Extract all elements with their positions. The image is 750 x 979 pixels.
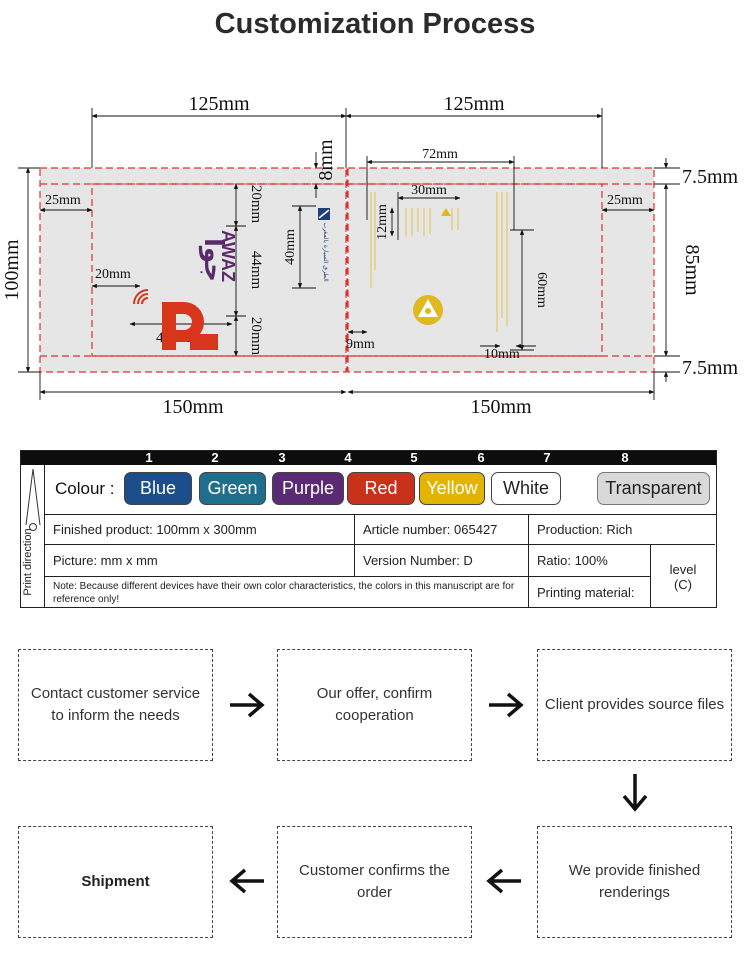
swatch-number: 6	[477, 450, 485, 465]
swatch-blue: Blue	[124, 472, 192, 505]
level-cell: level (C)	[651, 545, 715, 608]
swatch-number: 5	[410, 450, 418, 465]
swatch-number: 1	[145, 450, 153, 465]
dim-emblem-height: 40mm	[283, 229, 298, 265]
level-label: level	[669, 561, 697, 577]
dim-warn-height: 12mm	[375, 204, 390, 240]
dim-warn-width: 30mm	[411, 183, 447, 198]
arrow-right-icon	[489, 692, 524, 718]
swatch-number-bar: 1 2 3 4 5 6 7 8	[21, 451, 716, 465]
swatch-green: Green	[199, 472, 266, 505]
dimension-drawing: 125mm 125mm 150mm 150mm 100mm 85mm 7.5mm…	[1, 93, 739, 418]
picture-cell: Picture: mm x mm	[45, 545, 355, 577]
brand-logo: جوا AWAZ	[162, 230, 238, 350]
print-direction-column: Print direction	[21, 465, 45, 607]
dimension-lines	[18, 108, 680, 400]
dim-top-right: 125mm	[443, 93, 505, 115]
note-cell: Note: Because different devices have the…	[45, 577, 529, 608]
back-text-lines	[370, 192, 508, 332]
dim-text-width: 72mm	[422, 147, 458, 162]
back-panel	[348, 168, 654, 372]
dim-right-margin: 25mm	[607, 193, 643, 208]
swatch-number: 3	[278, 450, 286, 465]
version-number-cell: Version Number: D	[355, 545, 529, 577]
arrow-left-icon	[486, 868, 521, 894]
dim-icon-width: 20mm	[95, 267, 131, 282]
swatch-transparent: Transparent	[597, 472, 710, 505]
dim-inner-height: 85mm	[681, 244, 703, 296]
step-confirm-order: Customer confirms the order	[277, 826, 472, 938]
swatch-number: 4	[344, 450, 352, 465]
print-direction-arrow	[25, 468, 41, 531]
dim-logo-top: 20mm	[248, 185, 264, 224]
highway-emblem: الطرق السيارة بالمغرب	[318, 208, 330, 282]
swatch-purple: Purple	[272, 472, 344, 505]
step-contact-service: Contact customer service to inform the n…	[18, 649, 213, 761]
cut-lines	[39, 167, 655, 373]
dim-gap-top: 8mm	[315, 139, 337, 181]
step-renderings: We provide finished renderings	[537, 826, 732, 938]
production-cell: Production: Rich	[529, 515, 715, 545]
swatch-number: 8	[621, 450, 629, 465]
colour-row: Colour : Blue Green Purple Red Yellow Wh…	[45, 465, 716, 515]
step-shipment: Shipment	[18, 826, 213, 938]
dim-logo-bottom: 20mm	[248, 317, 264, 356]
dim-top-left: 125mm	[188, 93, 250, 115]
emblem-caption: الطرق السيارة بالمغرب	[322, 222, 329, 282]
brand-arabic: جوا	[198, 238, 228, 282]
printing-material-cell: Printing material:	[529, 577, 651, 608]
dim-bleed-top: 7.5mm	[682, 166, 739, 188]
page-title: Customization Process	[214, 8, 536, 40]
dim-logo-mid: 44mm	[248, 251, 264, 290]
ratio-cell: Ratio: 100%	[529, 545, 651, 577]
arrow-right-icon	[230, 692, 265, 718]
swatch-number: 7	[543, 450, 551, 465]
arrow-left-icon	[229, 868, 264, 894]
swatch-yellow: Yellow	[419, 472, 485, 505]
step-source-files: Client provides source files	[537, 649, 732, 761]
level-value: (C)	[673, 576, 693, 592]
dim-back-gap: 10mm	[484, 347, 520, 362]
dim-bleed-bottom: 7.5mm	[682, 357, 739, 379]
swatch-number: 2	[211, 450, 219, 465]
dim-bottom-left: 150mm	[162, 396, 224, 418]
dim-back-height: 60mm	[534, 272, 549, 308]
step-offer-confirm: Our offer, confirm cooperation	[277, 649, 472, 761]
print-direction-label: Print direction	[22, 528, 34, 596]
dim-bottom-right: 150mm	[470, 396, 532, 418]
nfc-icon	[133, 289, 149, 305]
finished-product-cell: Finished product: 100mm x 300mm	[45, 515, 355, 545]
brand-latin: AWAZ	[218, 230, 238, 282]
warning-icon	[413, 295, 443, 325]
arrow-down-icon	[622, 774, 648, 812]
dim-overall-height: 100mm	[1, 239, 23, 301]
dim-side-gap: 9mm	[346, 337, 375, 352]
swatch-red: Red	[347, 472, 415, 505]
swatch-white: White	[491, 472, 561, 505]
spec-sheet: 1 2 3 4 5 6 7 8 Print direction Colour :…	[20, 450, 717, 608]
dim-left-margin: 25mm	[45, 193, 81, 208]
colour-label: Colour :	[55, 479, 115, 498]
small-warning-icon	[441, 208, 451, 216]
article-number-cell: Article number: 065427	[355, 515, 529, 545]
